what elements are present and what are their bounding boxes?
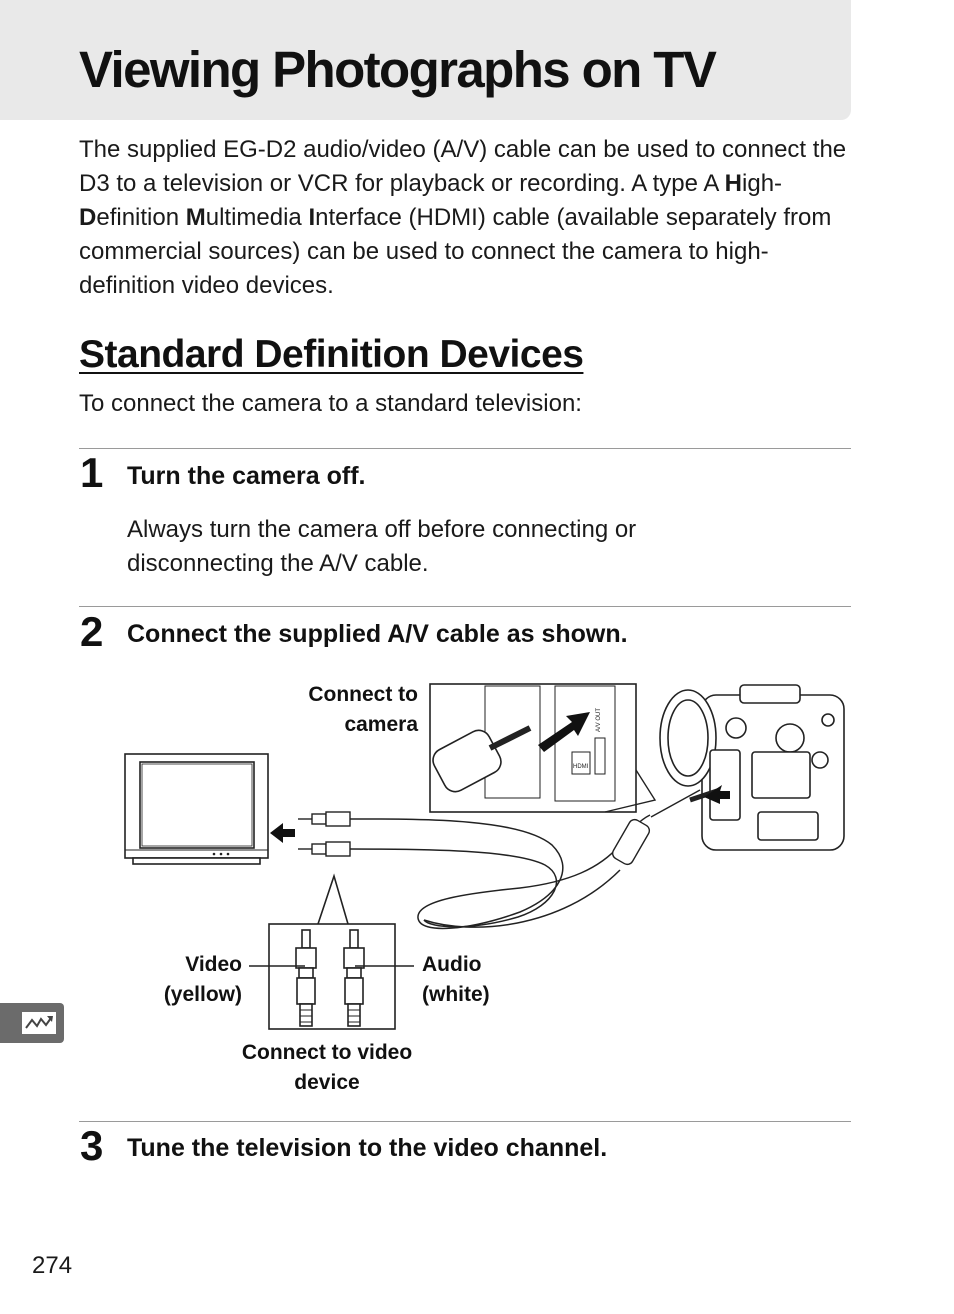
step-2-number: 2 (80, 608, 104, 655)
step-2-title: Connect the supplied A/V cable as shown. (127, 620, 628, 648)
step-divider (79, 1121, 851, 1122)
step-divider (79, 448, 851, 449)
step-1-body: Always turn the camera off before connec… (127, 516, 637, 577)
section-intro: To connect the camera to a standard tele… (79, 390, 582, 417)
camera-illustration (659, 684, 845, 851)
camera-port-inset (429, 683, 637, 813)
hdmi-port-label: HDMI (573, 764, 589, 770)
step-1-number: 1 (80, 449, 104, 496)
page-number: 274 (32, 1252, 73, 1279)
av-out-port-label: A/V OUT (596, 708, 602, 732)
step-1-title: Turn the camera off. (127, 462, 366, 490)
chapter-tab-marker (0, 1003, 64, 1043)
title-band (0, 0, 851, 120)
ferrite-core-illustration (611, 789, 701, 866)
step-3-number: 3 (80, 1122, 104, 1169)
intro-paragraph: The supplied EG-D2 audio/video (A/V) cab… (79, 136, 847, 299)
television-illustration (124, 753, 269, 865)
arrow-left-icon (270, 823, 295, 843)
step-divider (79, 606, 851, 607)
rca-plug-detail (268, 873, 396, 1030)
arrow-into-camera-icon (704, 785, 730, 804)
label-video: Video(yellow) (163, 953, 242, 1006)
section-heading: Standard Definition Devices (79, 333, 584, 376)
inset-callout (604, 769, 657, 813)
step-3-title: Tune the television to the video channel… (127, 1134, 608, 1162)
playback-connection-icon (22, 1012, 56, 1034)
rca-plug-illustration (298, 811, 351, 857)
page-title: Viewing Photographs on TV (79, 41, 717, 98)
av-cable-illustration (349, 814, 651, 930)
label-audio: Audio(white) (422, 953, 490, 1006)
